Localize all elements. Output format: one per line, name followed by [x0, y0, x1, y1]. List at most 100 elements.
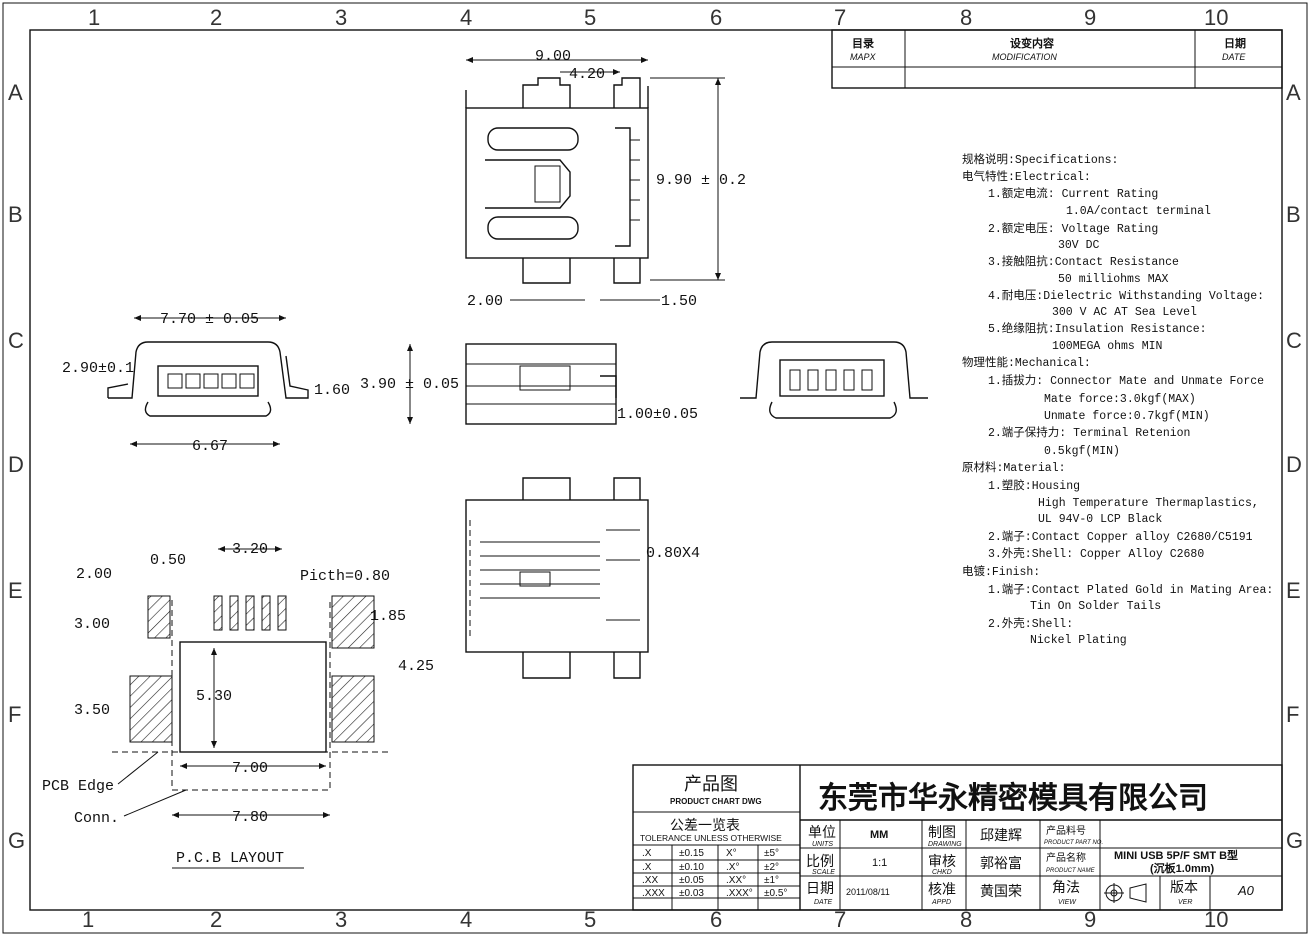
bottom-view: 0.80X4 — [465, 477, 700, 679]
spec-line: 1.插拔力: Connector Mate and Unmate Force — [988, 373, 1264, 388]
version-value: A0 — [1237, 883, 1255, 898]
front-view: 7.70 ± 0.05 6.67 2.90±0.1 1.60 — [62, 311, 350, 455]
checked-label-en: CHKD — [932, 869, 952, 876]
pcb-left-height: 3.00 — [74, 616, 110, 633]
tol-cell: .X — [642, 848, 652, 859]
title-block: 产品图 PRODUCT CHART DWG 公差一览表 TOLERANCE UN… — [632, 764, 1283, 911]
drawn-label-en: DRAWING — [928, 841, 962, 848]
grid-row: D — [8, 452, 24, 477]
grid-row: E — [8, 578, 23, 603]
grid-row: A — [1286, 80, 1301, 105]
checked-label: 审核 — [928, 853, 956, 869]
pcb-center-height: 5.30 — [196, 688, 232, 705]
grid-row: F — [8, 702, 21, 727]
spec-line: 5.绝缘阻抗:Insulation Resistance: — [988, 321, 1207, 336]
tol-cell: ±0.15 — [679, 848, 704, 859]
drawn-label: 制图 — [928, 824, 956, 840]
angle-label-en: VIEW — [1058, 899, 1077, 906]
drawn-by: 邱建辉 — [980, 827, 1022, 843]
pcb-pitch: Picth=0.80 — [300, 568, 390, 585]
front-width: 7.70 ± 0.05 — [160, 311, 259, 328]
spec-line: 规格说明:Specifications: — [962, 152, 1118, 167]
grid-col: 10 — [1204, 5, 1228, 30]
grid-col: 5 — [584, 907, 596, 932]
unit-value: MM — [870, 829, 888, 841]
side-view: 3.90 ± 0.05 1.00±0.05 — [360, 343, 698, 425]
pcb-layout: 7.00 7.80 3.20 0.50 Picth=0.80 2.00 3.00… — [42, 541, 434, 869]
chart-title-en: PRODUCT CHART DWG — [670, 797, 762, 806]
grid-col: 7 — [834, 5, 846, 30]
tol-cell: X° — [726, 848, 737, 859]
grid-row: C — [1286, 328, 1302, 353]
spec-line: 电镀:Finish: — [962, 564, 1040, 579]
grid-row: G — [1286, 828, 1303, 853]
tol-cell: .XX° — [726, 875, 746, 886]
date-label: 日期 — [806, 880, 834, 896]
top-height: 9.90 ± 0.2 — [656, 172, 746, 189]
tol-cell: .XX — [642, 875, 658, 886]
grid-row: A — [8, 80, 23, 105]
front-tail: 1.60 — [314, 382, 350, 399]
unit-label-en: UNITS — [812, 841, 833, 848]
rev-modification: 设变内容 — [1010, 36, 1054, 50]
spec-line: 3.外壳:Shell: Copper Alloy C2680 — [988, 546, 1204, 561]
approved-label-en: APPD — [931, 899, 951, 906]
right-front-view — [740, 341, 928, 419]
rev-modification-en: MODIFICATION — [992, 52, 1057, 62]
spec-line: 50 milliohms MAX — [1058, 273, 1169, 286]
version-label-en: VER — [1178, 899, 1192, 906]
tol-cell: ±2° — [764, 862, 779, 873]
revision-block: 目录 MAPX 设变内容 MODIFICATION 日期 DATE — [831, 29, 1283, 89]
approved-by: 黄国荣 — [980, 883, 1022, 899]
spec-line: 1.0A/contact terminal — [1066, 205, 1211, 218]
grid-row: D — [1286, 452, 1302, 477]
grid-row: F — [1286, 702, 1299, 727]
approved-label: 核准 — [928, 881, 956, 897]
spec-line: 电气特性:Electrical: — [962, 169, 1091, 184]
grid-rows-right: A B C D E F G — [1286, 80, 1303, 853]
tol-cell: .XXX — [642, 888, 665, 899]
rev-date-en: DATE — [1222, 52, 1246, 62]
scale-label-en: SCALE — [812, 869, 835, 876]
grid-col: 5 — [584, 5, 596, 30]
scale-value: 1:1 — [872, 857, 887, 869]
grid-row: B — [8, 202, 23, 227]
grid-col: 7 — [834, 907, 846, 932]
spec-line: 2.额定电压: Voltage Rating — [988, 221, 1158, 236]
pcb-lower-height: 3.50 — [74, 702, 110, 719]
grid-row: G — [8, 828, 25, 853]
spec-line: Tin On Solder Tails — [1030, 600, 1161, 613]
tol-cell: .X — [642, 862, 652, 873]
angle-label: 角法 — [1052, 879, 1080, 895]
tol-cell: ±0.03 — [679, 888, 704, 899]
pcb-signal-height: 1.85 — [370, 608, 406, 625]
grid-col: 1 — [82, 907, 94, 932]
grid-col: 2 — [210, 5, 222, 30]
top-pad-width: 2.00 — [467, 293, 503, 310]
grid-col: 1 — [88, 5, 100, 30]
spec-line: 0.5kgf(MIN) — [1044, 445, 1120, 458]
pcb-left-width: 2.00 — [76, 566, 112, 583]
tol-cell: .X° — [726, 862, 739, 873]
spec-line: High Temperature Thermaplastics, — [1038, 497, 1259, 510]
date-label-en: DATE — [814, 899, 832, 906]
grid-columns-bottom: 1 2 3 4 5 6 7 8 9 10 — [82, 907, 1228, 932]
spec-line: Nickel Plating — [1030, 634, 1127, 647]
spec-line: 4.耐电压:Dielectric Withstanding Voltage: — [988, 289, 1264, 303]
spec-line: 2.外壳:Shell: — [988, 616, 1073, 631]
grid-col: 3 — [335, 907, 347, 932]
unit-label: 单位 — [808, 824, 836, 840]
grid-col: 8 — [960, 907, 972, 932]
side-lead: 1.00±0.05 — [617, 406, 698, 423]
tol-cell: ±0.5° — [764, 888, 787, 899]
pcb-edge-label: PCB Edge — [42, 778, 114, 795]
rev-mark-en: MAPX — [850, 52, 877, 62]
grid-row: B — [1286, 202, 1301, 227]
grid-col: 6 — [710, 907, 722, 932]
tol-cell: ±1° — [764, 875, 779, 886]
spec-line: 1.塑胶:Housing — [988, 478, 1080, 493]
pcb-layout-title: P.C.B LAYOUT — [176, 850, 284, 867]
spec-line: Unmate force:0.7kgf(MIN) — [1044, 410, 1210, 423]
grid-col: 3 — [335, 5, 347, 30]
